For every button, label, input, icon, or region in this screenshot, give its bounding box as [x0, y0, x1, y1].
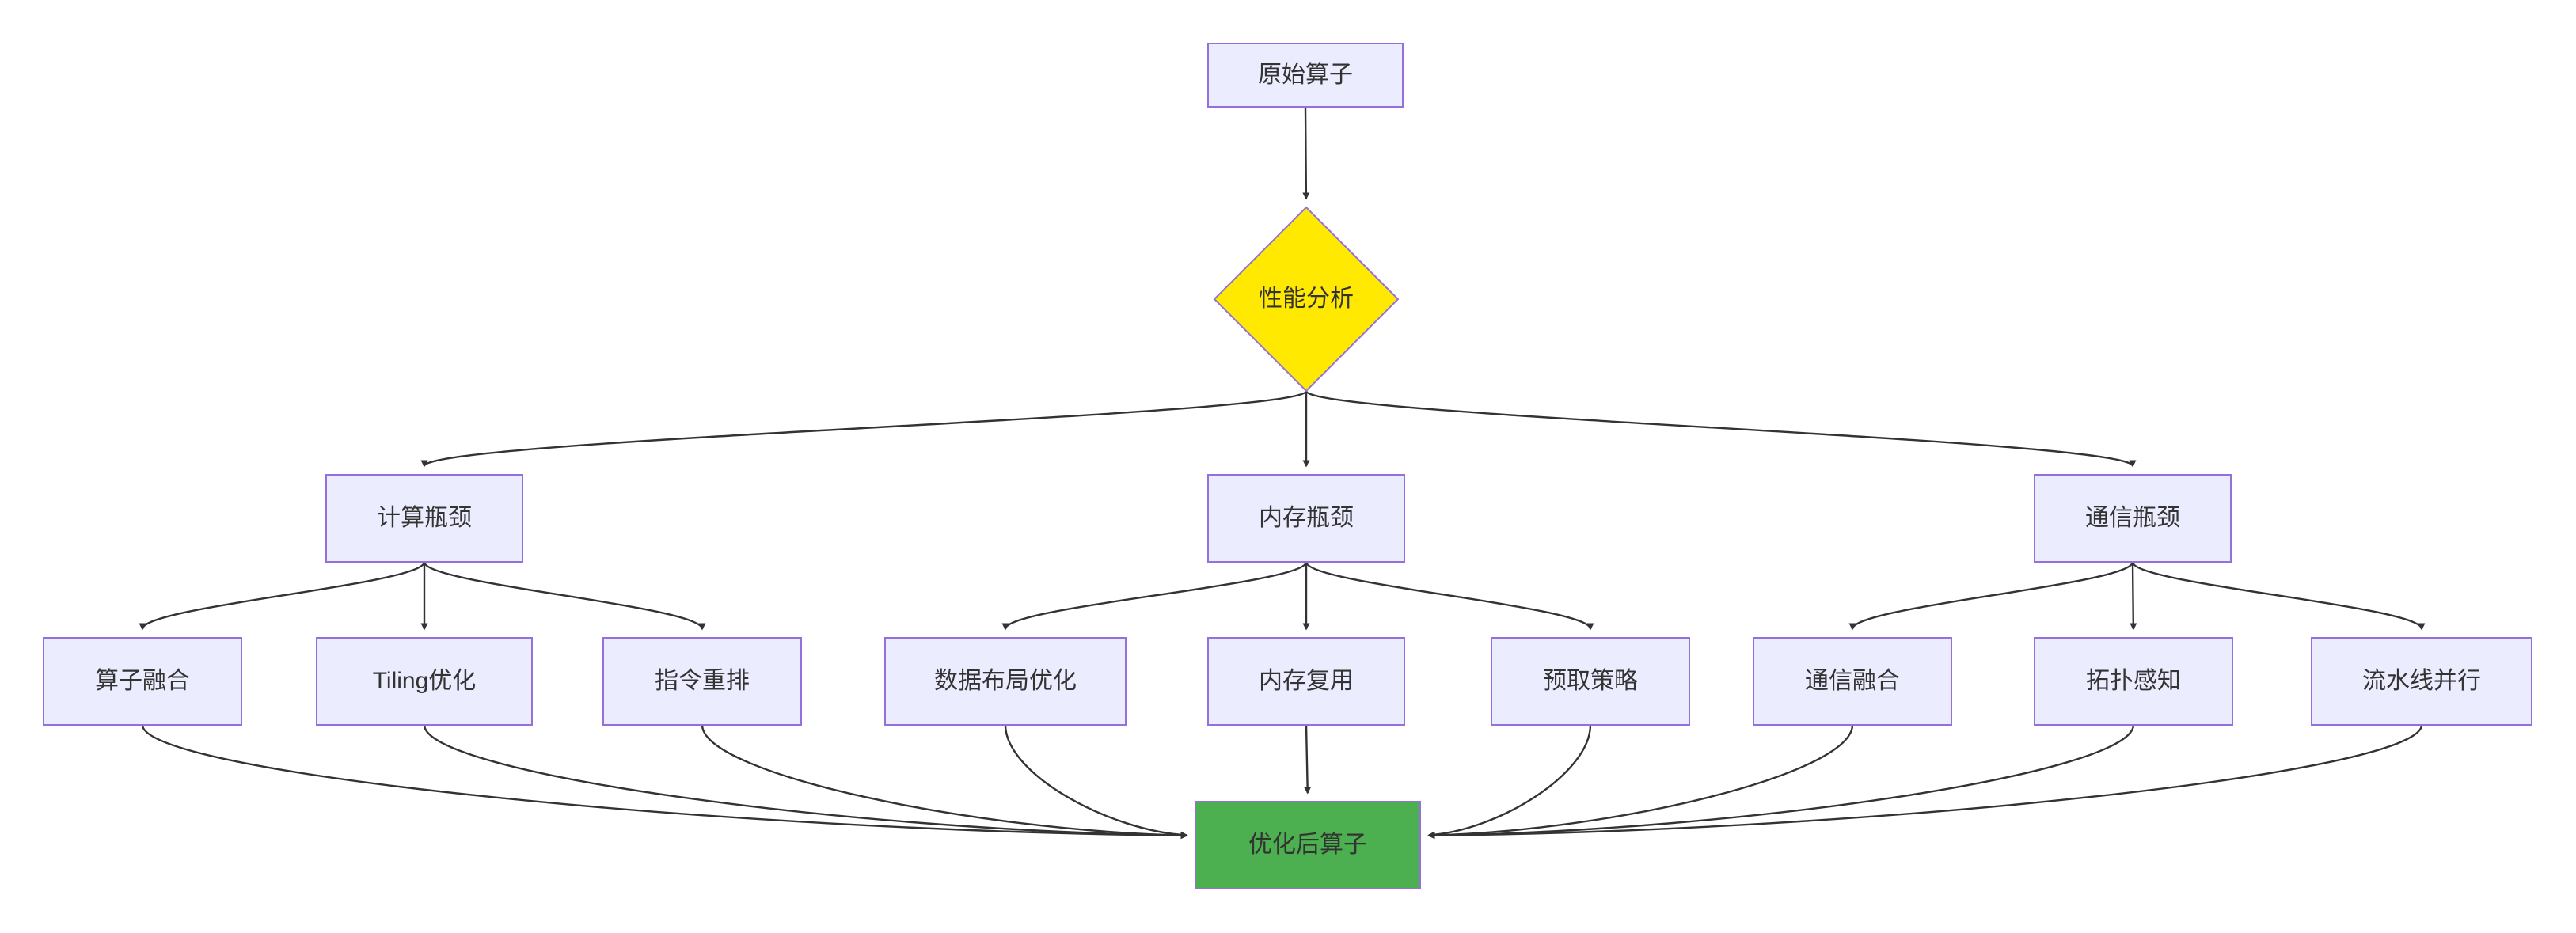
edge-memory-to-layout [1001, 561, 1308, 631]
node-label-analyze: 性能分析 [1259, 286, 1354, 312]
node-compute[interactable]: 计算瓶颈 [325, 474, 523, 563]
edge-pipe-to-result [1427, 724, 2423, 840]
node-shape-rect [2034, 637, 2233, 726]
node-label-reuse: 内存复用 [1259, 668, 1354, 694]
node-label-comm: 通信瓶颈 [2085, 505, 2180, 531]
node-shape-rect [602, 637, 802, 726]
node-shape-diamond [1213, 206, 1400, 393]
node-reorder[interactable]: 指令重排 [602, 637, 802, 726]
edge-reorder-to-result [701, 724, 1188, 840]
node-label-prefetch: 预取策略 [1543, 668, 1638, 694]
node-pipe[interactable]: 流水线并行 [2311, 637, 2532, 726]
node-shape-rect [1753, 637, 1952, 726]
node-topo[interactable]: 拓扑感知 [2034, 637, 2233, 726]
node-label-compute: 计算瓶颈 [377, 505, 472, 531]
node-cfusion[interactable]: 通信融合 [1753, 637, 1952, 726]
node-label-result: 优化后算子 [1248, 832, 1367, 858]
node-shape-rect [1207, 43, 1404, 108]
edge-tiling-to-result [423, 724, 1188, 840]
node-shape-rect [884, 637, 1127, 726]
node-memory[interactable]: 内存瓶颈 [1207, 474, 1405, 563]
edge-fusion-to-result [141, 724, 1188, 840]
edge-comm-to-pipe [2131, 561, 2426, 631]
node-label-tiling: Tiling优化 [373, 668, 477, 694]
node-shape-rect [1195, 801, 1421, 889]
edge-start-to-analyze [1302, 106, 1310, 200]
node-label-fusion: 算子融合 [95, 668, 190, 694]
node-shape-rect [316, 637, 533, 726]
node-result[interactable]: 优化后算子 [1195, 801, 1421, 889]
node-label-pipe: 流水线并行 [2362, 668, 2481, 694]
node-label-topo: 拓扑感知 [2086, 668, 2181, 694]
edge-analyze-to-comm [1305, 389, 2137, 468]
node-label-memory: 内存瓶颈 [1259, 505, 1354, 531]
edge-cfusion-to-result [1427, 724, 1854, 840]
node-fusion[interactable]: 算子融合 [43, 637, 242, 726]
node-comm[interactable]: 通信瓶颈 [2034, 474, 2232, 563]
node-start[interactable]: 原始算子 [1207, 43, 1404, 108]
node-label-start: 原始算子 [1258, 62, 1353, 88]
node-shape-rect [325, 474, 523, 563]
node-reuse[interactable]: 内存复用 [1207, 637, 1405, 726]
edge-comm-to-cfusion [1848, 561, 2134, 631]
node-shape-rect [1207, 474, 1405, 563]
node-analyze[interactable]: 性能分析 [1213, 206, 1400, 393]
node-layout[interactable]: 数据布局优化 [884, 637, 1127, 726]
edge-analyze-to-compute [420, 389, 1308, 468]
edge-memory-to-prefetch [1305, 561, 1594, 631]
node-shape-rect [2311, 637, 2532, 726]
node-shape-rect [1491, 637, 1690, 726]
node-shape-rect [43, 637, 242, 726]
node-shape-rect [1207, 637, 1405, 726]
node-label-reorder: 指令重排 [655, 668, 750, 694]
node-label-layout: 数据布局优化 [934, 668, 1077, 694]
edge-reuse-to-result [1304, 724, 1312, 795]
edge-compute-to-reorder [423, 561, 706, 631]
node-shape-rect [2034, 474, 2232, 563]
edge-prefetch-to-result [1427, 724, 1592, 839]
edge-compute-to-fusion [139, 561, 426, 631]
node-tiling[interactable]: Tiling优化 [316, 637, 533, 726]
edge-topo-to-result [1427, 724, 2135, 840]
edges-layer [139, 106, 2426, 840]
node-label-cfusion: 通信融合 [1805, 668, 1900, 694]
edge-layout-to-result [1004, 724, 1188, 839]
node-prefetch[interactable]: 预取策略 [1491, 637, 1690, 726]
